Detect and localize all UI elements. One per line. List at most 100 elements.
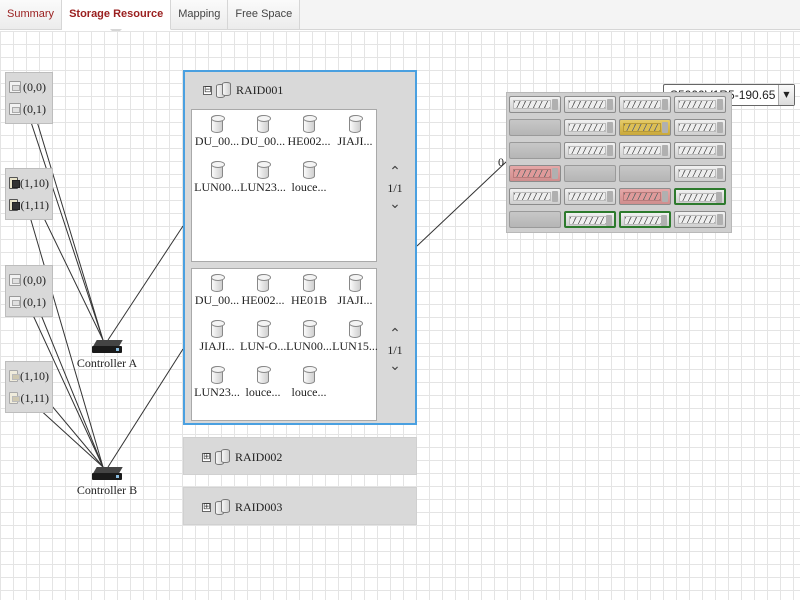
disk-slot-icon[interactable] [619,165,671,182]
page-up-icon[interactable]: ⌃ [389,326,401,342]
disk-slot-icon[interactable] [564,165,616,182]
disk-slot-icon[interactable] [509,188,561,205]
disk-slot-icon[interactable] [619,96,671,113]
disk-stripes [568,146,606,155]
port-item[interactable]: (0,1) [9,291,49,313]
expand-icon[interactable]: ⊞ [202,451,211,462]
lun-icon [349,320,363,338]
disk-slot-icon[interactable] [674,96,726,113]
link-line [25,202,104,468]
tab-storage-resource[interactable]: Storage Resource [62,0,172,35]
disk-slot-icon[interactable] [564,119,616,136]
page-up-icon[interactable]: ⌃ [389,164,401,180]
port-item[interactable]: (1,10) [9,172,49,194]
raid-group-raid001[interactable]: ⊟ RAID001 DU_00...DU_00...HE002...JIAJI.… [183,70,417,425]
lun-item[interactable]: HE002... [286,113,332,157]
tab-summary[interactable]: Summary [0,0,63,29]
disk-slot-icon[interactable] [509,142,561,159]
disk-slot-icon[interactable] [619,142,671,159]
lun-item[interactable]: LUN00... [194,159,240,203]
enclosure-id-label: 0 [498,155,504,169]
disk-slot-icon[interactable] [509,119,561,136]
expand-icon[interactable]: ⊞ [202,501,211,512]
port-label: (0,1) [23,294,46,309]
port-label: (1,11) [20,390,49,405]
port-item[interactable]: (0,1) [9,98,49,120]
lun-item[interactable]: HE01B [286,272,332,316]
disk-slot-icon[interactable] [619,119,671,136]
disk-slot-icon[interactable] [674,165,726,182]
lun-label: louce... [291,385,327,399]
lun-item[interactable]: LUN23... [194,364,240,408]
lun-icon [303,320,317,338]
lun-label: LUN00... [194,180,240,194]
lun-item[interactable]: LUN00... [286,318,332,362]
ethernet-port-icon [9,103,21,115]
disk-stripes [678,169,716,178]
lun-icon [211,320,225,338]
tab-mapping[interactable]: Mapping [171,0,229,29]
disk-slot-icon[interactable] [509,211,561,228]
port-item[interactable]: (0,0) [9,76,49,98]
lun-item[interactable]: JIAJI... [332,272,378,316]
page-indicator: 1/1 [387,343,403,357]
port-item[interactable]: (0,0) [9,269,49,291]
fc-port-icon [9,199,21,211]
lun-item[interactable]: HE002... [240,272,286,316]
disk-slot-icon[interactable] [564,142,616,159]
lun-item[interactable]: LUN-O... [240,318,286,362]
tab-free-space[interactable]: Free Space [228,0,301,29]
lun-icon [257,161,271,179]
disk-slot-icon[interactable] [674,188,726,205]
lun-item[interactable]: DU_00... [194,272,240,316]
port-item[interactable]: (1,11) [9,387,49,409]
chevron-down-icon[interactable]: ▼ [778,85,794,105]
page-down-icon[interactable]: ⌄ [389,358,401,374]
controller-a[interactable]: Controller A [72,340,142,371]
disk-slot-icon[interactable] [564,188,616,205]
controller-label: Controller A [76,356,138,370]
raid-group-raid002[interactable]: ⊞ RAID002 [183,437,417,475]
lun-item[interactable]: louce... [286,159,332,203]
lun-item[interactable]: JIAJI... [332,113,378,157]
disk-stripes [569,216,607,225]
lun-item[interactable]: louce... [240,364,286,408]
lun-grid: DU_00...DU_00...HE002...JIAJI...LUN00...… [192,110,376,203]
disk-slot-icon[interactable] [674,211,726,228]
disk-slot-icon[interactable] [564,96,616,113]
lun-icon [211,115,225,133]
port-group-fc-a: (1,10) (1,11) [5,168,53,220]
raid-header: ⊞ RAID003 [202,497,282,517]
collapse-icon[interactable]: ⊟ [203,84,212,95]
disk-slot-icon[interactable] [509,165,561,182]
disk-slot-icon[interactable] [509,96,561,113]
lun-item[interactable]: LUN15... [332,318,378,362]
disk-stripes [568,100,606,109]
link-line [25,299,104,468]
disk-stripes [678,123,716,132]
lun-item[interactable]: louce... [286,364,332,408]
lun-label: LUN00... [286,339,332,353]
lun-label: JIAJI... [337,293,373,307]
lun-label: DU_00... [240,134,286,148]
port-item[interactable]: (1,10) [9,365,49,387]
lun-icon [211,366,225,384]
raid-name: RAID001 [236,82,284,97]
lun-label: LUN15... [332,339,378,353]
disk-slot-icon[interactable] [674,119,726,136]
controller-icon [92,340,123,354]
page-down-icon[interactable]: ⌄ [389,196,401,212]
raid-group-raid003[interactable]: ⊞ RAID003 [183,487,417,525]
port-item[interactable]: (1,11) [9,194,49,216]
disk-slot-icon[interactable] [619,211,671,228]
lun-item[interactable]: DU_00... [240,113,286,157]
disk-slot-icon[interactable] [619,188,671,205]
disk-slot-icon[interactable] [564,211,616,228]
fc-port-icon [9,177,20,189]
disk-slot-icon[interactable] [674,142,726,159]
lun-item[interactable]: DU_00... [194,113,240,157]
controller-b[interactable]: Controller B [72,467,142,498]
raid-icon [213,448,233,466]
lun-item[interactable]: JIAJI... [194,318,240,362]
lun-item[interactable]: LUN23... [240,159,286,203]
